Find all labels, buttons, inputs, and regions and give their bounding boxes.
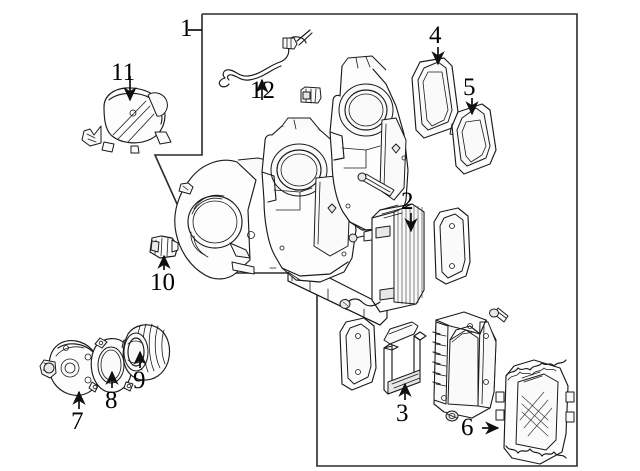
part-cabin-air-filter: [495, 359, 575, 465]
callout-label-4: 4: [429, 22, 442, 49]
part-actuator-motor: [81, 87, 172, 154]
part-plenum-duct-cover: [432, 311, 497, 419]
part-lower-seal-gasket: [451, 103, 497, 175]
callout-label-8: 8: [105, 387, 118, 414]
part-seal-block-small: [383, 321, 419, 345]
part-cable-retainer-clip: [300, 86, 322, 104]
part-upper-seal-gasket: [411, 57, 463, 139]
part-temperature-control-cable: [218, 29, 313, 88]
callout-label-12: 12: [250, 77, 275, 104]
callout-label-1: 1: [180, 15, 193, 42]
part-seal-strip-mid: [433, 207, 471, 285]
callout-label-9: 9: [133, 367, 146, 394]
part-grommet-nut: [445, 410, 459, 422]
part-seal-strip-left: [178, 182, 194, 195]
part-screw-fastener-right: [489, 307, 509, 323]
callout-label-3: 3: [396, 400, 409, 427]
callout-label-7: 7: [71, 408, 84, 435]
part-blower-motor-resistor: [149, 235, 179, 259]
callout-label-10: 10: [150, 269, 175, 296]
part-evaporator-core: [339, 203, 425, 313]
callout-label-11: 11: [111, 59, 136, 86]
callout-label-5: 5: [463, 74, 476, 101]
callout-label-2: 2: [401, 188, 414, 215]
part-seal-strip-lower-left: [339, 317, 377, 391]
part-screw-fastener-upper: [357, 172, 395, 197]
callout-label-6: 6: [461, 414, 474, 441]
